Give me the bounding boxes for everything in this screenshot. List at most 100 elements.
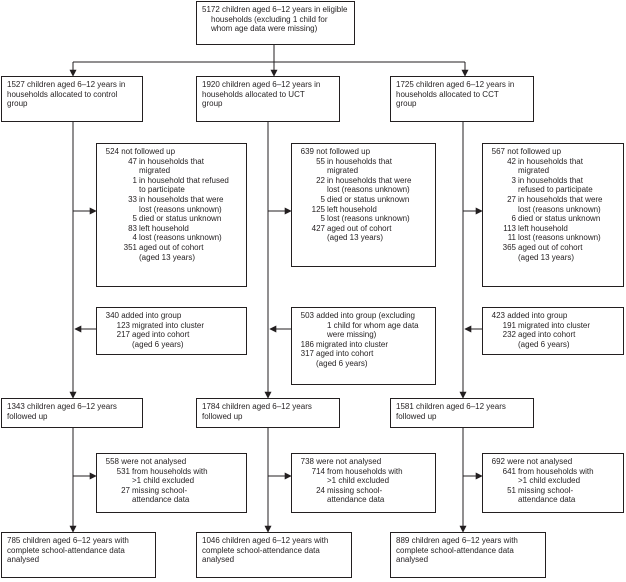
breakdown-row-cont: (aged 13 years) <box>139 252 196 262</box>
analysed-line: 889 children aged 6–12 years with <box>396 536 518 545</box>
not-followed-heading: 567 not followed up <box>488 147 618 157</box>
allocated-line: 1527 children aged 6–12 years in <box>7 80 126 89</box>
breakdown-row-cont: attendance data <box>327 495 385 505</box>
breakdown-row-cont: migrated <box>139 166 171 176</box>
breakdown-row-cont: attendance data <box>518 495 576 505</box>
added-count: 340 <box>105 311 119 320</box>
not-analysed-heading: 558 were not analysed <box>102 457 241 467</box>
breakdown-row-cont: lost (reasons unknown) <box>139 204 222 214</box>
analysed-line: analysed <box>7 555 40 565</box>
added-count: 423 <box>491 311 505 320</box>
not-followed-count: 639 <box>300 147 314 156</box>
breakdown-row-cont: (aged 13 years) <box>518 252 575 262</box>
analysed-line: analysed <box>202 555 235 565</box>
added-label: added into group (excluding <box>316 311 415 320</box>
breakdown-row-cont: >1 child excluded <box>518 476 581 486</box>
cct-followed-box: 1581 children aged 6–12 years followed u… <box>390 398 534 428</box>
not-analysed-label: were not analysed <box>121 457 187 466</box>
uct-followed-box: 1784 children aged 6–12 years followed u… <box>196 398 340 428</box>
analysed-line: complete school-attendance data <box>396 545 514 555</box>
breakdown-row-cont: migrated <box>518 166 550 176</box>
breakdown-row-cont: >1 child excluded <box>327 476 390 486</box>
allocated-line: 1725 children aged 6–12 years in <box>396 80 515 89</box>
breakdown-row-cont: >1 child excluded <box>132 476 195 486</box>
added-label: added into group <box>507 311 568 320</box>
followed-line: followed up <box>202 411 243 421</box>
breakdown-row-cont: (aged 6 years) <box>132 339 184 349</box>
added-heading: 503 added into group (excluding <box>297 311 430 321</box>
not-followed-label: not followed up <box>121 147 176 156</box>
added-label-cont: 1 child for whom age data <box>327 320 419 330</box>
breakdown-row-cont: (aged 6 years) <box>316 358 368 368</box>
breakdown-row-cont: (aged 13 years) <box>327 233 384 243</box>
added-count: 503 <box>300 311 314 320</box>
not-analysed-count: 692 <box>491 457 505 466</box>
followed-line: 1581 children aged 6–12 years <box>396 402 506 411</box>
allocated-line: group <box>396 99 417 109</box>
allocated-line: group <box>7 99 28 109</box>
breakdown-row-cont: lost (reasons unknown) <box>327 185 410 195</box>
breakdown-row-cont: lost (reasons unknown) <box>518 204 601 214</box>
not-followed-label: not followed up <box>316 147 371 156</box>
not-followed-label: not followed up <box>507 147 562 156</box>
analysed-line: complete school-attendance data <box>7 545 125 555</box>
followed-line: 1784 children aged 6–12 years <box>202 402 312 411</box>
breakdown-row-cont: attendance data <box>132 495 190 505</box>
uct-allocated-box: 1920 children aged 6–12 years in househo… <box>196 76 340 122</box>
breakdown-row-cont: (aged 6 years) <box>518 339 570 349</box>
not-followed-count: 524 <box>105 147 119 156</box>
followed-line: followed up <box>396 411 437 421</box>
not-analysed-label: were not analysed <box>316 457 382 466</box>
followed-line: followed up <box>7 411 48 421</box>
cct-analysed-box: 889 children aged 6–12 years with comple… <box>390 532 546 578</box>
breakdown-row-cont: to participate <box>139 185 185 195</box>
control-analysed-box: 785 children aged 6–12 years with comple… <box>1 532 156 578</box>
analysed-line: 1046 children aged 6–12 years with <box>202 536 329 545</box>
added-heading: 423 added into group <box>488 311 618 321</box>
uct-analysed-box: 1046 children aged 6–12 years with compl… <box>196 532 352 578</box>
analysed-line: 785 children aged 6–12 years with <box>7 536 129 545</box>
not-analysed-heading: 692 were not analysed <box>488 457 618 467</box>
not-analysed-count: 558 <box>105 457 119 466</box>
allocated-line: households allocated to UCT <box>202 89 305 99</box>
added-label-cont: were missing) <box>327 330 377 340</box>
breakdown-row-cont: refused to participate <box>518 185 593 195</box>
uct-added-box: 503 added into group (excluding 1 child … <box>291 307 436 385</box>
not-followed-heading: 524 not followed up <box>102 147 241 157</box>
not-analysed-heading: 738 were not analysed <box>297 457 430 467</box>
control-allocated-box: 1527 children aged 6–12 years in househo… <box>1 76 143 122</box>
eligible-line: 5172 children aged 6–12 years in eligibl… <box>202 5 348 14</box>
